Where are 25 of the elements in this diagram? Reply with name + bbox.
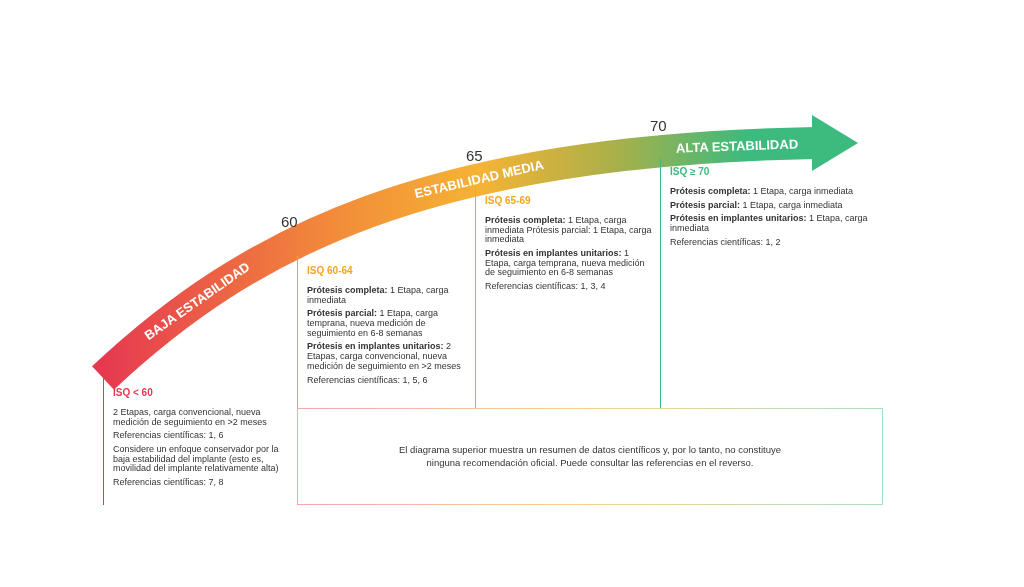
scale-number: 70: [650, 117, 667, 134]
disclaimer-text: El diagrama superior muestra un resumen de datos científicos y, por lo tanto, no constituye ninguna recomendación oficial. Puede consultar las referencias en el reverso.: [397, 443, 783, 470]
recommendation-text: Referencias científicas: 1, 5, 6: [307, 375, 429, 386]
band-label: ALTA ESTABILIDAD: [675, 136, 799, 156]
note-box: [297, 408, 883, 505]
scale-number: 65: [466, 147, 483, 164]
recommendation-text: Considere un enfoque conservador por la baja estabilidad del implante (esto es, movilidad del implante relativamente alta): [113, 444, 280, 475]
scale-number: 60: [281, 213, 298, 230]
range-heading: ISQ 60-64: [307, 266, 354, 277]
recommendation-text: Prótesis en implantes unitarios: 1 Etapa, carga temprana, nueva medición de seguimiento en 6-8 semanas: [485, 248, 646, 279]
recommendation-text: Referencias científicas: 1, 2: [670, 237, 782, 248]
recommendation-text: Prótesis parcial: 1 Etapa, carga temprana, nueva medición de seguimiento en 6-8 semanas: [307, 309, 440, 339]
range-heading: ISQ 65-69: [485, 196, 532, 207]
recommendation-text: Prótesis en implantes unitarios: 1 Etapa, carga inmediata: [670, 214, 869, 234]
recommendation-text: Prótesis en implantes unitarios: 2 Etapas, carga convencional, nueva medición de seguimiento en >2 meses: [307, 342, 462, 372]
range-heading: ISQ ≥ 70: [670, 167, 711, 178]
recommendation-text: Prótesis completa: 1 Etapa, carga inmediata: [670, 186, 855, 197]
recommendation-text: Referencias científicas: 1, 3, 4: [485, 282, 607, 292]
recommendation-text: Prótesis completa: 1 Etapa, carga inmediata Prótesis parcial: 1 Etapa, carga inmediata: [485, 215, 652, 245]
recommendation-text: Referencias científicas: 1, 6: [113, 431, 225, 441]
recommendation-text: Prótesis parcial: 1 Etapa, carga inmediata: [670, 200, 844, 211]
range-heading: ISQ < 60: [113, 388, 154, 399]
recommendation-text: Referencias científicas: 7, 8: [113, 478, 225, 488]
recommendation-text: Prótesis completa: 1 Etapa, carga inmediata: [307, 285, 450, 306]
recommendation-text: 2 Etapas, carga convencional, nueva medición de seguimiento en >2 meses: [113, 407, 268, 428]
